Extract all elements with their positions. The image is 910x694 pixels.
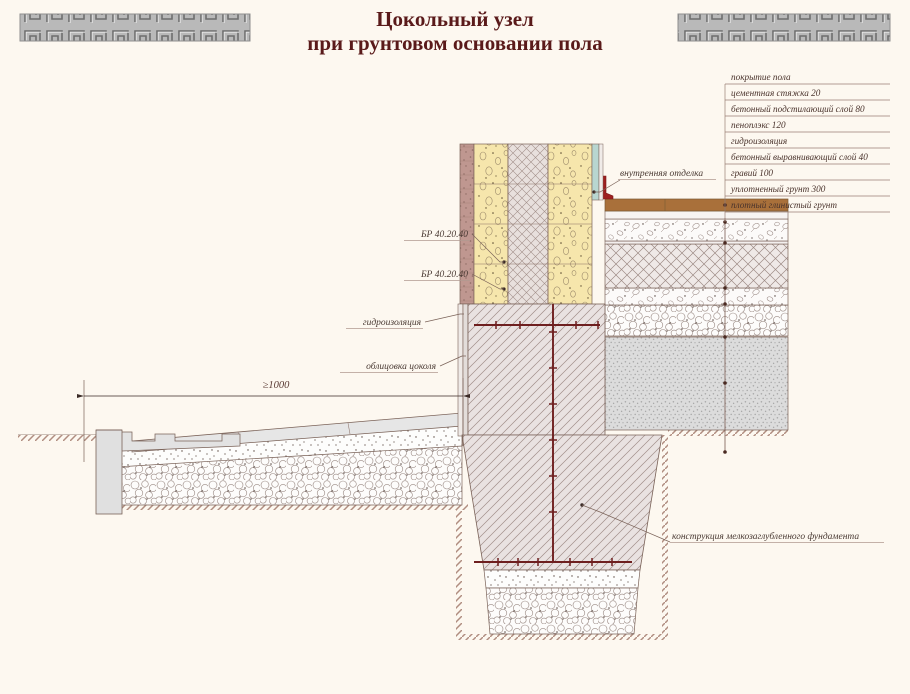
subfloor-ground-layers — [604, 198, 789, 431]
annotation-interior-finish-label: внутренняя отделка — [620, 168, 703, 179]
legend-label: плотный глинистый грунт — [731, 200, 837, 210]
annotation-leader — [424, 313, 464, 323]
foundation-gravel-bedding — [485, 587, 639, 635]
annotation-block-upper-label: БР 40.20.40 — [420, 230, 468, 240]
dimension-label: ≥1000 — [263, 380, 291, 391]
legend-row: гравий 100 — [724, 164, 890, 181]
title-line-2: при грунтовом основании пола — [307, 31, 603, 55]
legend-row: покрытие пола — [725, 72, 890, 85]
annotation-leader — [471, 273, 504, 290]
annotation-waterproofing: гидроизоляция — [346, 313, 464, 329]
legend-row: бетонный выравнивающий слой 40 — [724, 148, 890, 165]
legend-label: бетонный подстилающий слой 80 — [731, 104, 865, 114]
annotation-foundation-label: конструкция мелкозаглубленного фундамент… — [672, 531, 859, 542]
annotation-plinth-cladding-label: облицовка цоколя — [366, 361, 436, 372]
annotation-block-lower-label: БР 40.20.40 — [420, 270, 468, 280]
annotation-leader — [471, 233, 504, 263]
legend-label: бетонный выравнивающий слой 40 — [731, 152, 868, 162]
foundation-footing — [461, 434, 663, 571]
blind-area-width-dimension: ≥1000 — [76, 378, 471, 462]
legend-label: пеноплэкс 120 — [731, 120, 786, 130]
legend-vertical-leader — [723, 203, 727, 454]
layer-levelling-concrete — [604, 287, 789, 306]
legend-label: покрытие пола — [731, 72, 791, 82]
annotation-block-lower: БР 40.20.40 — [404, 270, 504, 290]
shallow-foundation — [461, 303, 663, 635]
legend-row: бетонный подстилающий слой 80 — [724, 100, 890, 117]
layer-penoplex — [604, 243, 789, 289]
legend-row: гидроизоляция — [724, 132, 890, 149]
legend-row: уплотненный грунт 300 — [724, 180, 890, 197]
layer-floor-covering — [604, 198, 789, 212]
foundation-plinth — [467, 303, 606, 436]
legend-row: плотный глинистый грунт — [724, 196, 890, 213]
legend-label: цементная стяжка 20 — [731, 88, 821, 98]
annotation-leader — [594, 179, 621, 193]
legend-row: цементная стяжка 20 — [724, 84, 890, 101]
blind-area — [95, 412, 463, 515]
annotation-leader — [439, 355, 466, 367]
annotation-interior-finish: внутренняя отделка — [594, 168, 716, 193]
floor-layers-legend: покрытие пола цементная стяжка 20 бетонный… — [724, 72, 890, 222]
layer-waterproofing — [604, 240, 789, 245]
legend-label: уплотненный грунт 300 — [730, 184, 826, 194]
layer-compacted-soil — [604, 336, 789, 431]
legend-row: пеноплэкс 120 — [724, 116, 890, 133]
annotation-foundation: конструкция мелкозаглубленного фундамент… — [581, 504, 884, 543]
annotation-block-upper: БР 40.20.40 — [404, 230, 504, 263]
legend-label: гидроизоляция — [731, 136, 787, 146]
annotation-waterproofing-label: гидроизоляция — [363, 317, 421, 328]
annotation-plinth-cladding: облицовка цоколя — [340, 355, 466, 373]
legend-label: гравий 100 — [731, 168, 773, 178]
foundation-sand-bedding — [483, 569, 641, 589]
wall-facing — [459, 143, 475, 305]
title-line-1: Цокольный узел — [376, 7, 534, 31]
annotation-leader — [581, 504, 671, 543]
greek-key-border-left — [19, 13, 251, 42]
greek-key-border-right — [677, 13, 891, 42]
layer-gravel — [604, 304, 789, 337]
layer-underlay-concrete — [604, 218, 789, 242]
annotation-layer: внутренняя отделка БР 40.20.40 БР 40.20.40… — [340, 168, 884, 543]
